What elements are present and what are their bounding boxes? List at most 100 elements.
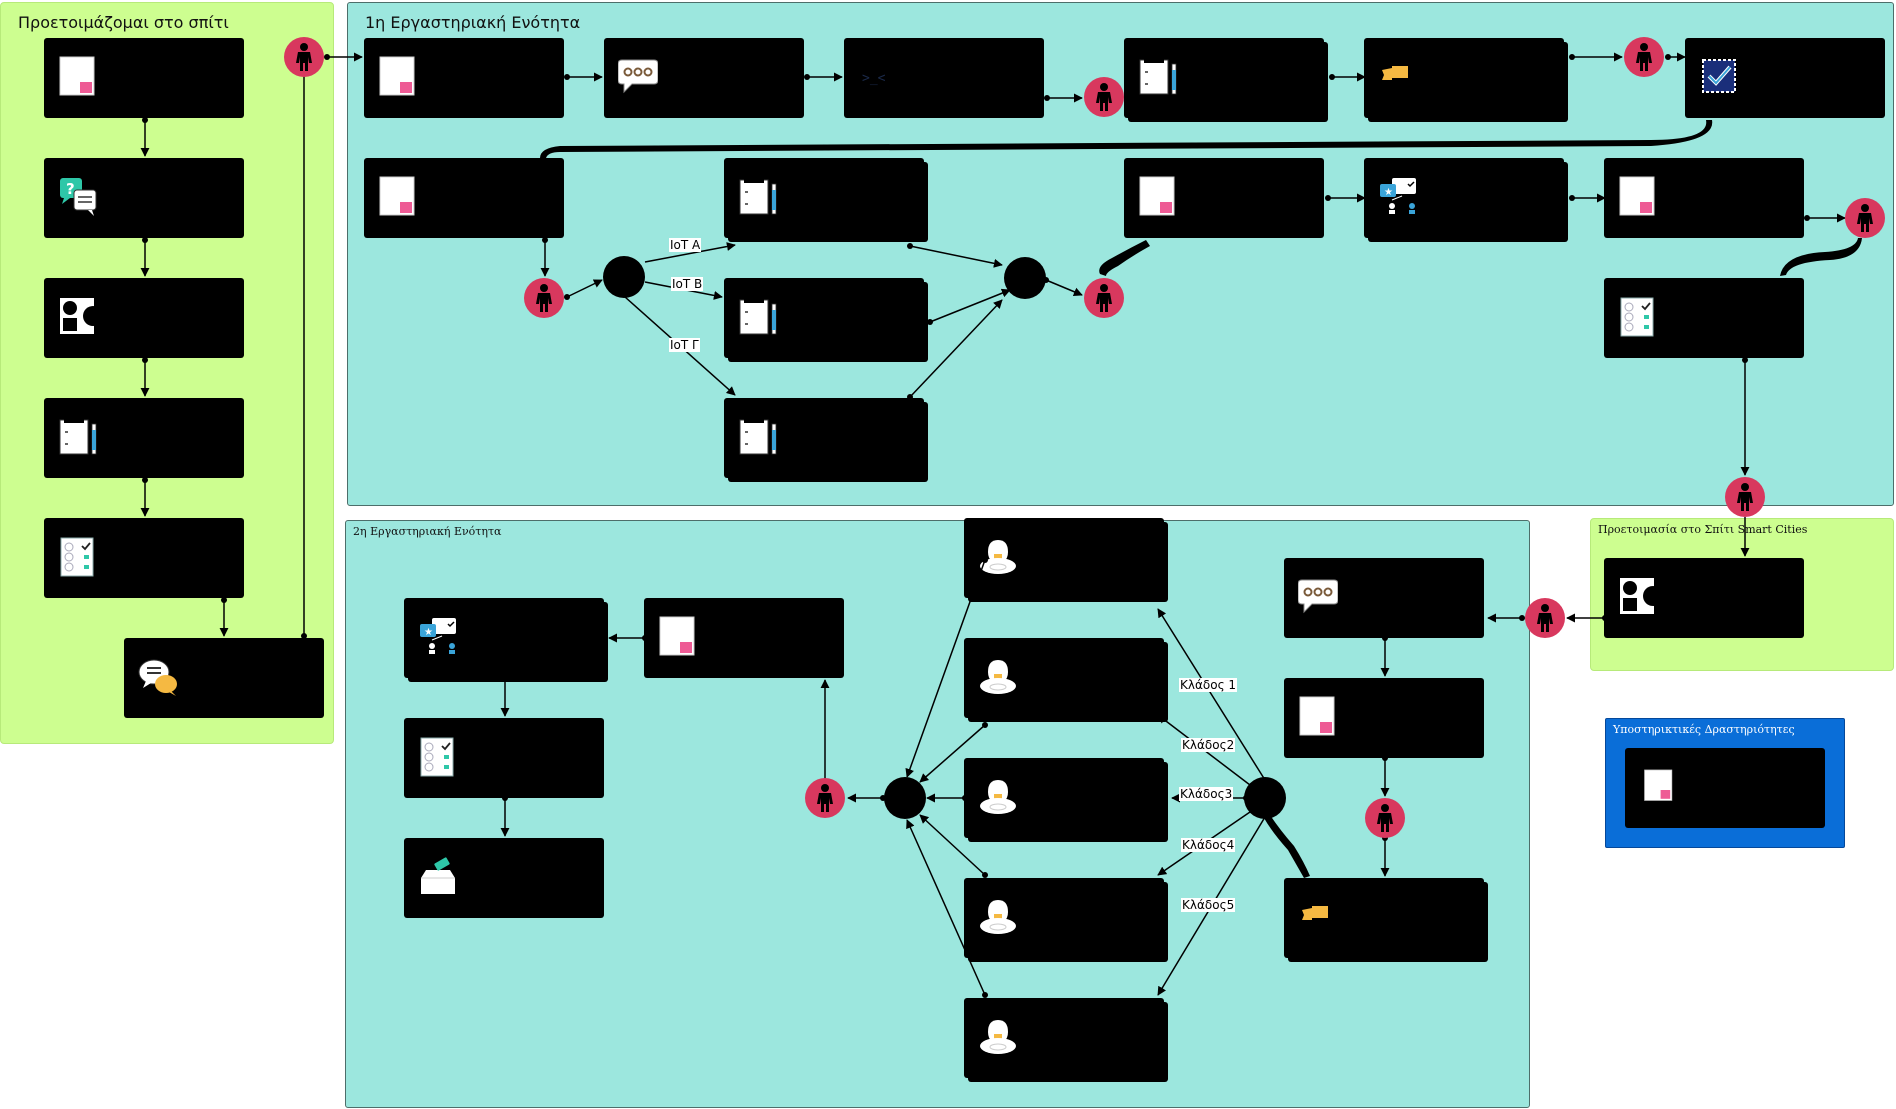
person-icon [1365, 798, 1405, 838]
gateway-branch-join[interactable] [884, 777, 926, 819]
person-icon [1525, 598, 1565, 638]
clipboard-pencil-icon [738, 416, 778, 458]
unit2-submission-card[interactable] [404, 838, 604, 918]
unit1-assignment-card[interactable] [1124, 38, 1328, 122]
unit1-iot-b-assignment-card[interactable] [724, 278, 928, 362]
document-pink-icon [1298, 696, 1338, 738]
unit2-lesson-branch4-card[interactable] [964, 878, 1168, 962]
smart-cities-prep-title: Προετοιμασία στο Σπίτι Smart Cities [1598, 523, 1808, 536]
clipboard-pencil-icon [738, 296, 778, 338]
gateway-iot-split[interactable] [603, 256, 645, 298]
peer-review-icon [1378, 176, 1418, 218]
group-choice-icon [1618, 576, 1658, 618]
speech-bubble-icon [1298, 576, 1338, 618]
unit2-lesson-branch5-card[interactable] [964, 998, 1168, 1082]
smart-cities-group-choice-card[interactable] [1604, 558, 1804, 638]
unit2-lesson-branch3-card[interactable] [964, 758, 1168, 842]
speech-bubble-icon [618, 56, 658, 98]
ticket-icon [1298, 896, 1338, 938]
role-node-smart-cities[interactable] [1525, 598, 1565, 638]
checklist-icon [1618, 296, 1658, 338]
unit2-ticket-card[interactable] [1284, 878, 1488, 962]
home-assignment-card[interactable] [44, 398, 244, 478]
lightbulb-hand-icon [978, 536, 1018, 578]
lightbulb-hand-icon [978, 776, 1018, 818]
unit1-resource-card[interactable] [364, 38, 564, 118]
unit1-resource4-card[interactable] [1604, 158, 1804, 238]
branch-label-5: Κλάδος5 [1181, 898, 1236, 912]
unit1-ticket-card[interactable] [1364, 38, 1568, 122]
unit2-workshop-card[interactable] [404, 598, 608, 682]
lightbulb-hand-icon [978, 896, 1018, 938]
person-icon [284, 37, 324, 77]
document-pink-icon [58, 56, 98, 98]
document-pink-icon [1643, 768, 1675, 804]
clipboard-pencil-icon [58, 416, 98, 458]
unit1-workshop-card[interactable] [1364, 158, 1568, 242]
home-group-choice-card[interactable] [44, 278, 244, 358]
unit2-resource-card[interactable] [644, 598, 844, 678]
document-pink-icon [378, 56, 418, 98]
home-quiz-card[interactable] [44, 518, 244, 598]
home-prep-title: Προετοιμάζομαι στο σπίτι [18, 13, 229, 32]
unit2-forum-card[interactable] [1284, 558, 1484, 638]
unit1-badge-card[interactable] [1685, 38, 1885, 118]
branch-label-2: Κλάδος2 [1181, 738, 1236, 752]
gateway-iot-join[interactable] [1004, 257, 1046, 299]
lightbulb-hand-icon [978, 656, 1018, 698]
person-icon [1725, 477, 1765, 517]
person-icon [524, 278, 564, 318]
unit2-lesson-branch1-card[interactable] [964, 518, 1168, 602]
inbox-upload-icon [418, 856, 458, 898]
clipboard-pencil-icon [1138, 56, 1178, 98]
code-link-icon [858, 56, 898, 98]
document-pink-icon [1618, 176, 1658, 218]
document-pink-icon [658, 616, 698, 658]
support-resource-card[interactable] [1625, 748, 1825, 828]
lightbulb-hand-icon [978, 1016, 1018, 1058]
role-node-home-exit[interactable] [284, 37, 324, 77]
branch-label-iot-b: IoT B [671, 277, 704, 291]
ticket-icon [1378, 56, 1418, 98]
unit1-resource2-card[interactable] [364, 158, 564, 238]
gateway-branch-split[interactable] [1244, 777, 1286, 819]
unit2-quiz-card[interactable] [404, 718, 604, 798]
document-pink-icon [378, 176, 418, 218]
branch-label-iot-a: IoT A [669, 238, 702, 252]
home-resource-card[interactable] [44, 38, 244, 118]
document-pink-icon [1138, 176, 1178, 218]
checkmark-badge-icon [1699, 56, 1739, 98]
unit1-forum-card[interactable] [604, 38, 804, 118]
unit1-quiz-card[interactable] [1604, 278, 1804, 358]
role-node-unit2-b[interactable] [805, 778, 845, 818]
role-node-unit1-exit[interactable] [1725, 477, 1765, 517]
unit2-resource2-card[interactable] [1284, 678, 1484, 758]
person-icon [805, 778, 845, 818]
branch-label-3: Κλάδος3 [1179, 787, 1234, 801]
home-prep-region: Προετοιμάζομαι στο σπίτι [0, 2, 334, 744]
person-icon [1845, 198, 1885, 238]
role-node-unit1-b[interactable] [1624, 37, 1664, 77]
role-node-unit2-a[interactable] [1365, 798, 1405, 838]
support-title: Υποστηρικτικές Δραστηριότητες [1613, 723, 1795, 736]
chat-bubbles-icon [138, 656, 178, 698]
role-node-unit1-e[interactable] [1845, 198, 1885, 238]
peer-review-icon [418, 616, 458, 658]
role-node-unit1-a[interactable] [1084, 77, 1124, 117]
unit1-resource3-card[interactable] [1124, 158, 1324, 238]
role-node-unit1-c[interactable] [524, 278, 564, 318]
unit1-url-card[interactable] [844, 38, 1044, 118]
checklist-icon [58, 536, 98, 578]
unit1-title: 1η Εργαστηριακή Ενότητα [365, 13, 581, 32]
home-question-forum-card[interactable] [44, 158, 244, 238]
unit2-lesson-branch2-card[interactable] [964, 638, 1168, 722]
checklist-icon [418, 736, 458, 778]
branch-label-iot-c: IoT Γ [669, 338, 700, 352]
group-choice-icon [58, 296, 98, 338]
unit1-iot-a-assignment-card[interactable] [724, 158, 928, 242]
home-chat-card[interactable] [124, 638, 324, 718]
unit1-iot-c-assignment-card[interactable] [724, 398, 928, 482]
clipboard-pencil-icon [738, 176, 778, 218]
person-icon [1084, 77, 1124, 117]
role-node-unit1-d[interactable] [1084, 278, 1124, 318]
